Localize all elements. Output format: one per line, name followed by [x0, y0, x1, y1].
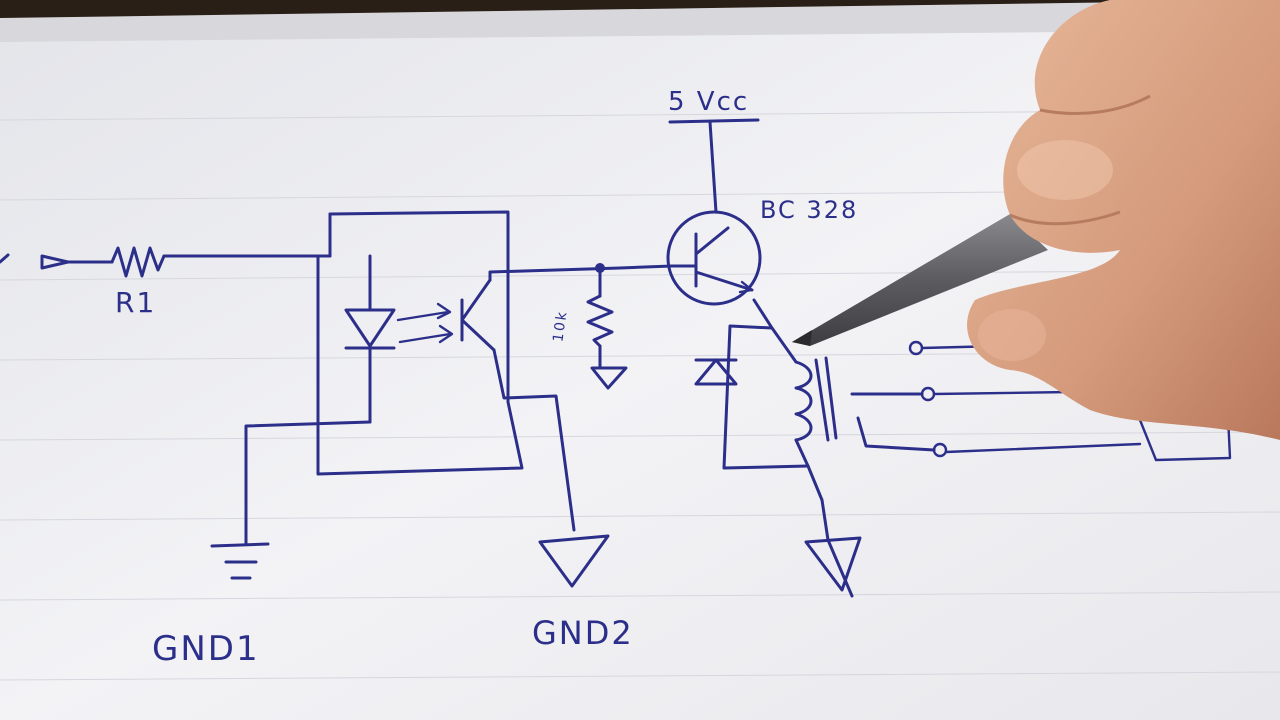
- vcc-label: 5 Vcc: [668, 87, 749, 117]
- vcc-rail: [668, 118, 760, 214]
- r1-label: R1: [115, 286, 156, 319]
- phototransistor-symbol: [460, 266, 622, 532]
- led-symbol: [244, 254, 396, 532]
- relay-coil-network: [722, 298, 830, 542]
- input-terminal-arrow: [0, 253, 114, 270]
- flyback-diode-symbol: [694, 358, 738, 386]
- light-arrows-icon: [396, 302, 454, 344]
- pencil: [792, 214, 1048, 346]
- base-wire: [618, 264, 674, 270]
- paper-sheet: [0, 30, 1280, 720]
- ground-3-symbol: [804, 536, 862, 598]
- pulldown-resistor-label: 10k: [550, 309, 570, 343]
- ground-2-symbol: [538, 534, 610, 588]
- resistor-10k-symbol: [586, 266, 628, 390]
- ground-1-symbol: [210, 528, 270, 580]
- hand-holding-pencil: [967, 0, 1280, 440]
- relay-core: [814, 356, 838, 442]
- resistor-r1-symbol: [110, 246, 332, 278]
- gnd2-label: GND2: [532, 614, 634, 652]
- optocoupler-outline: [316, 210, 524, 476]
- gnd1-label: GND1: [152, 629, 260, 669]
- transistor-label: BC 328: [760, 196, 858, 224]
- transistor-bc328-symbol: [666, 210, 762, 306]
